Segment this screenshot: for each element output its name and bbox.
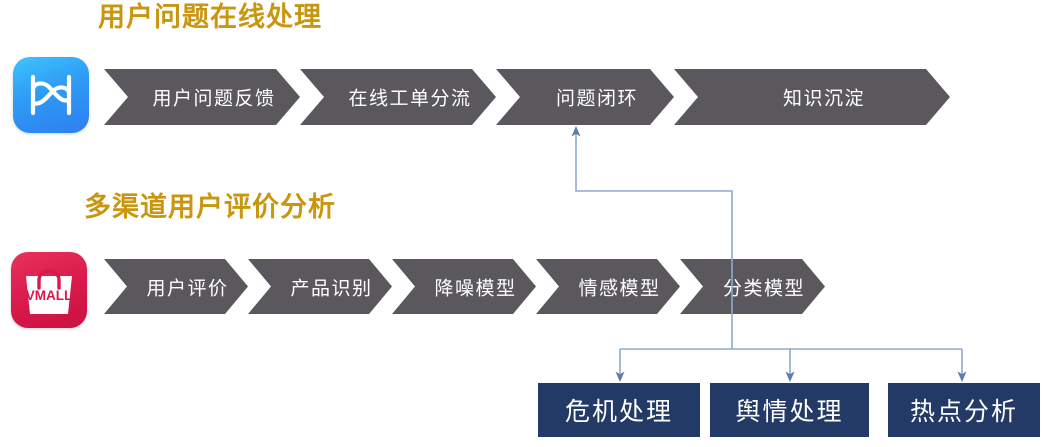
process-step-chevron[interactable] <box>104 259 248 314</box>
outcome-box-hotspot-analysis[interactable]: 热点分析 <box>888 383 1040 437</box>
section-title-multichannel-review-analysis: 多渠道用户评价分析 <box>84 192 336 222</box>
outcome-box-public-opinion-handling[interactable]: 舆情处理 <box>710 383 869 437</box>
process-step-chevron[interactable] <box>680 259 825 314</box>
outcome-label: 舆情处理 <box>735 399 844 426</box>
outcome-box-crisis-handling[interactable]: 危机处理 <box>538 383 700 437</box>
svg-text:VMALL: VMALL <box>26 288 73 303</box>
outcome-label: 危机处理 <box>564 399 673 426</box>
connector-fanout <box>615 314 967 383</box>
section-title-online-issue-handling: 用户问题在线处理 <box>98 2 322 32</box>
vmall-app-icon[interactable]: VMALL <box>11 252 87 328</box>
process-flow-row-1: 用户问题反馈在线工单分流问题闭环知识沉淀 <box>104 69 954 127</box>
hicare-app-icon[interactable] <box>13 57 89 133</box>
process-step-chevron[interactable] <box>392 259 536 314</box>
process-step-chevron[interactable] <box>536 259 680 314</box>
process-step-chevron[interactable] <box>674 69 950 125</box>
process-step-chevron[interactable] <box>496 69 674 125</box>
process-step-chevron[interactable] <box>248 259 392 314</box>
process-step-chevron[interactable] <box>300 69 496 125</box>
outcome-label: 热点分析 <box>909 399 1018 426</box>
process-step-chevron[interactable] <box>104 69 300 125</box>
process-flow-row-2: 用户评价产品识别降噪模型情感模型分类模型 <box>104 259 829 316</box>
